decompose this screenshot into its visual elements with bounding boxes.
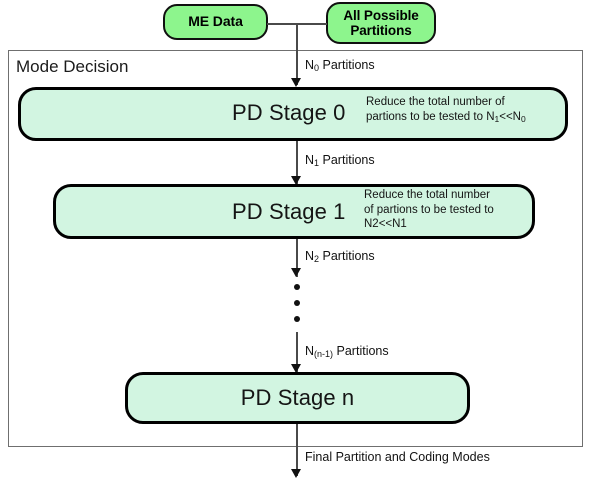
- pd-stage-0-title: PD Stage 0: [232, 100, 346, 125]
- edge-stage1-to-ellipsis: [296, 239, 298, 277]
- edge-label-n2-pre: N: [305, 249, 315, 263]
- input-box-all-possible-partitions[interactable]: All Possible Partitions: [326, 2, 436, 44]
- pd-stage-0-note-sub1: 1: [494, 113, 500, 124]
- connector-junction-to-all-partitions: [296, 23, 327, 25]
- pd-stage-1-title: PD Stage 1: [232, 199, 346, 224]
- edge-label-n0-pre: N: [305, 58, 315, 72]
- edge-label-n1-pre: N: [305, 153, 315, 167]
- pd-stage-1-note-line2: of partions to be tested to: [364, 203, 494, 216]
- input-box-me-data[interactable]: ME Data: [163, 4, 268, 40]
- edge-label-n1-post: Partitions: [319, 153, 375, 167]
- edge-label-nn1-partitions: N(n-1) Partitions: [305, 344, 389, 359]
- input-box-all-possible-partitions-line2: Partitions: [350, 23, 412, 38]
- pd-stage-1-note-line3: N2<<N1: [364, 218, 407, 231]
- pd-stage-0-note-sub0: 0: [520, 113, 526, 124]
- input-box-me-data-label: ME Data: [188, 13, 243, 30]
- arrowhead-stagen: [291, 364, 301, 373]
- edge-stagen-to-output: [296, 424, 298, 476]
- edge-label-n2-post: Partitions: [319, 249, 375, 263]
- edge-ellipsis-to-stagen: [296, 332, 298, 372]
- pd-stage-n-title: PD Stage n: [240, 385, 355, 410]
- pd-stage-1-box[interactable]: [53, 184, 535, 239]
- edge-label-n0-partitions: N0 Partitions: [305, 58, 375, 73]
- pd-stage-0-box[interactable]: [18, 87, 568, 141]
- ellipsis-dot-1: [294, 284, 300, 290]
- pd-stage-0-note-line2b: <<N: [499, 110, 521, 123]
- edge-label-nn1-sub: (n-1): [314, 349, 334, 359]
- edge-label-n2-partitions: N2 Partitions: [305, 249, 375, 264]
- input-box-all-possible-partitions-line1: All Possible: [343, 7, 419, 23]
- ellipsis-dot-2: [294, 300, 300, 306]
- edge-label-n1-partitions: N1 Partitions: [305, 153, 375, 168]
- arrowhead-final-output: [291, 469, 301, 478]
- edge-stage0-to-stage1: [296, 141, 298, 184]
- pd-stage-1-note: Reduce the total number of partions to b…: [364, 188, 534, 232]
- edge-label-n2-sub: 2: [314, 254, 320, 264]
- pd-stage-1-note-line1: Reduce the total number: [364, 189, 490, 201]
- arrowhead-stage1: [291, 176, 301, 185]
- mode-decision-frame: [8, 50, 583, 447]
- ellipsis-dot-3: [294, 316, 300, 322]
- mode-decision-title: Mode Decision: [16, 57, 129, 76]
- edge-label-n0-sub: 0: [314, 63, 320, 73]
- pd-stage-0-note: Reduce the total number of partions to b…: [366, 95, 562, 124]
- pd-stage-0-note-line1: Reduce the total number of: [366, 96, 505, 108]
- edge-label-final-output: Final Partition and Coding Modes: [305, 450, 490, 464]
- edge-label-n0-post: Partitions: [319, 58, 375, 72]
- pd-stage-0-note-line2a: partions to be tested to N: [366, 110, 495, 123]
- arrowhead-stage0: [291, 78, 301, 87]
- edge-label-nn1-pre: N: [305, 344, 315, 358]
- pd-stage-n-box[interactable]: PD Stage n: [125, 372, 470, 424]
- arrowhead-ellipsis: [291, 268, 301, 277]
- edge-label-nn1-post: Partitions: [333, 344, 389, 358]
- edge-label-n1-sub: 1: [314, 158, 320, 168]
- edge-inputs-to-stage0: [296, 23, 298, 85]
